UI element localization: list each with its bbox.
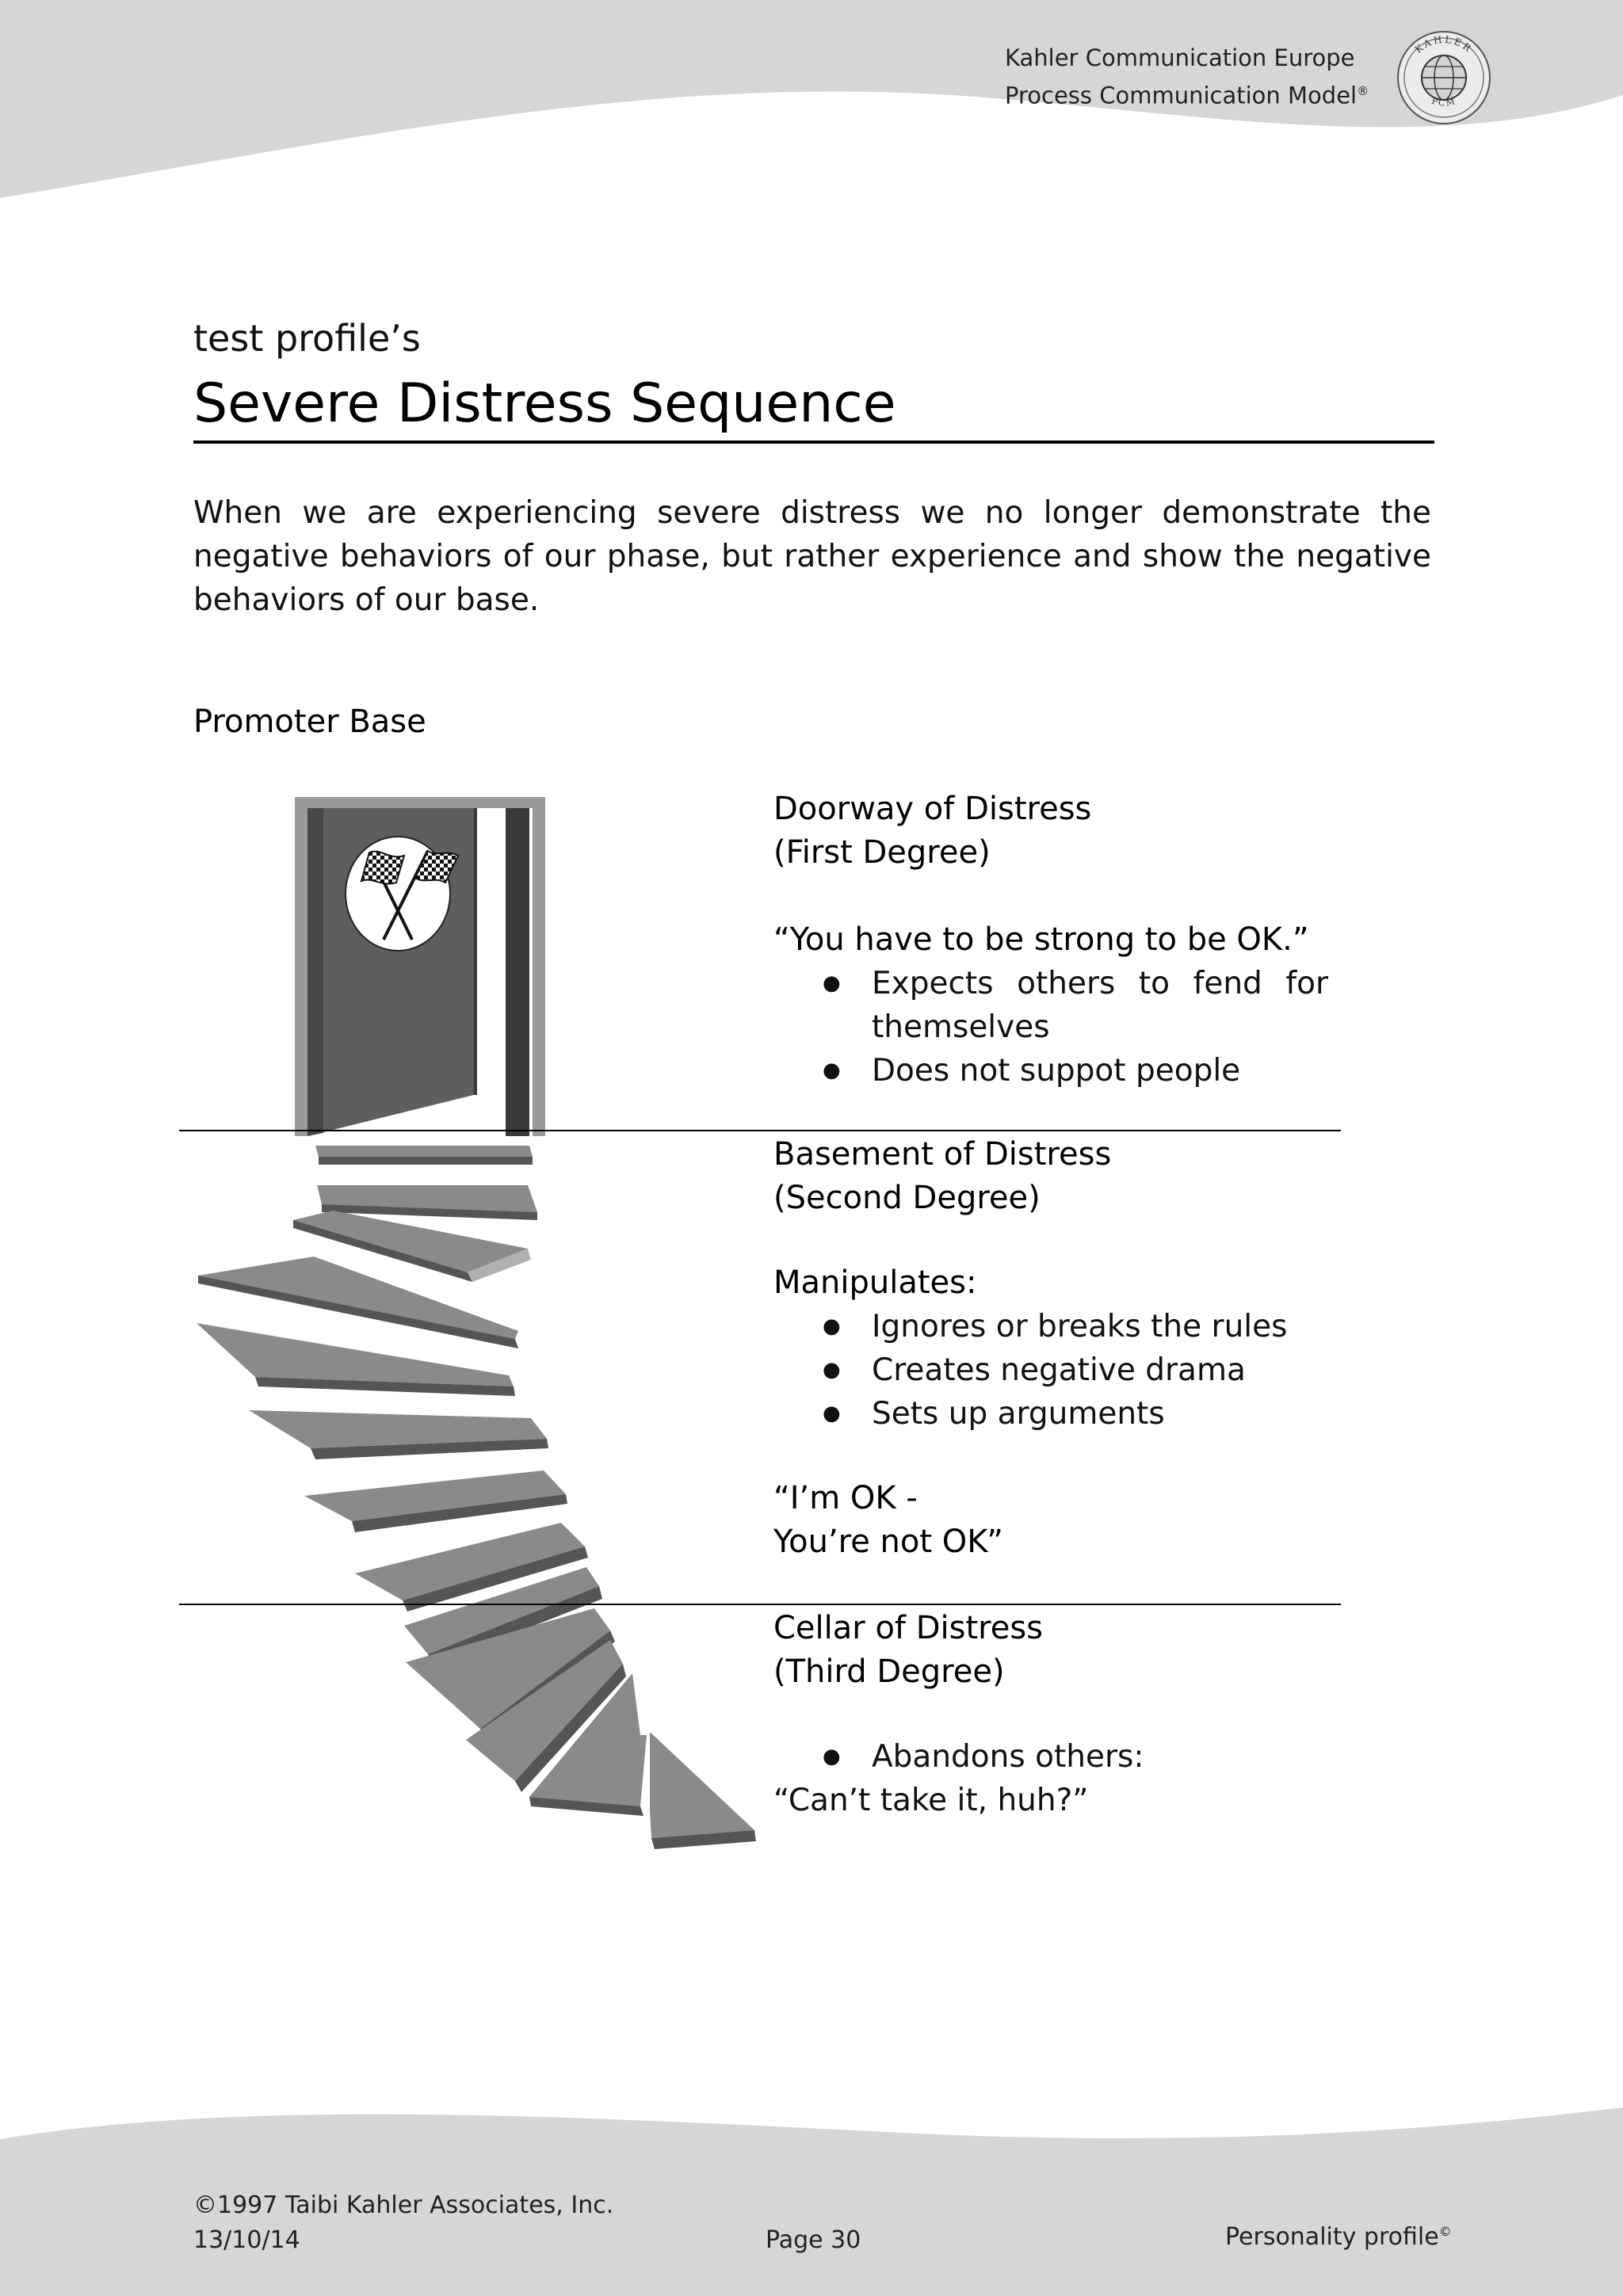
header-company: Kahler Communication Europe <box>1005 44 1355 71</box>
profile-owner-subtitle: test profile’s <box>193 317 421 360</box>
list-item: Sets up arguments <box>773 1392 1328 1436</box>
base-label: Promoter Base <box>193 704 426 740</box>
section-heading: Basement of Distress <box>773 1136 1112 1173</box>
stair-step <box>355 1523 588 1611</box>
section-heading: Doorway of Distress <box>773 791 1092 827</box>
footer-copyright: ©1997 Taibi Kahler Associates, Inc. <box>193 2191 614 2219</box>
list-item: Does not suppot people <box>773 1049 1328 1093</box>
registered-mark: ® <box>1357 84 1369 98</box>
bullet-list: Expects others to fend for themselves Do… <box>773 962 1328 1093</box>
footer-date: 13/10/14 <box>193 2226 300 2254</box>
bullet-list: Ignores or breaks the rules Creates nega… <box>773 1305 1328 1436</box>
section-heading: Cellar of Distress <box>773 1610 1043 1646</box>
stair-step <box>249 1410 548 1459</box>
stair-step <box>315 1146 533 1165</box>
list-item: Expects others to fend for themselves <box>773 962 1328 1049</box>
stair-step <box>197 1323 515 1396</box>
stair-step <box>466 1640 626 1792</box>
copyright-mark: © <box>1438 2224 1452 2239</box>
staircase-steps <box>197 1146 756 1849</box>
position-quote-line-2: You’re not OK” <box>773 1524 1003 1560</box>
stair-step <box>317 1185 537 1220</box>
logo-text-bottom: PCM <box>1430 96 1456 109</box>
svg-text:PCM: PCM <box>1430 96 1457 109</box>
list-item: Abandons others: <box>773 1735 1328 1779</box>
intro-paragraph: When we are experiencing severe distress… <box>193 495 1431 618</box>
driver-quote: “You have to be strong to be OK.” <box>773 921 1309 958</box>
list-item: Ignores or breaks the rules <box>773 1305 1328 1348</box>
section-label: Manipulates: <box>773 1264 977 1301</box>
section-basement-of-distress: Basement of Distress (Second Degree) Man… <box>773 1133 1328 1564</box>
stair-step <box>198 1257 518 1348</box>
list-item: Creates negative drama <box>773 1348 1328 1392</box>
footer-wave-background <box>0 2107 1623 2296</box>
section-degree: (First Degree) <box>773 834 991 871</box>
globe-seal-icon: KAHLER PCM <box>1397 31 1491 124</box>
checkered-flags-icon <box>360 849 460 940</box>
spiral-staircase-icon <box>197 797 756 1849</box>
page-title: Severe Distress Sequence <box>193 372 896 435</box>
stair-step <box>304 1470 567 1532</box>
section-quote: “Can’t take it, huh?” <box>773 1783 1089 1818</box>
section-degree: (Second Degree) <box>773 1180 1041 1216</box>
stair-step <box>650 1732 756 1849</box>
bullet-list: Abandons others: <box>773 1735 1328 1779</box>
header-product: Process Communication Model® <box>1005 82 1369 109</box>
second-degree-divider <box>179 1604 1341 1605</box>
section-doorway-of-distress: Doorway of Distress (First Degree) “You … <box>773 788 1328 1093</box>
stair-step <box>293 1211 531 1282</box>
footer-document-name: Personality profile© <box>1225 2223 1452 2251</box>
header-wave-background <box>0 0 1623 198</box>
stair-step <box>529 1673 647 1816</box>
header-company-block: Kahler Communication Europe Process Comm… <box>1005 41 1369 113</box>
first-degree-divider <box>179 1130 1341 1131</box>
section-cellar-of-distress: Cellar of Distress (Third Degree) Abando… <box>773 1607 1328 1822</box>
position-quote-line-1: “I’m OK - <box>773 1480 918 1516</box>
title-underline <box>193 441 1434 444</box>
doorway-icon <box>295 797 545 1136</box>
section-degree: (Third Degree) <box>773 1653 1005 1690</box>
footer-page-number: Page 30 <box>766 2226 861 2254</box>
